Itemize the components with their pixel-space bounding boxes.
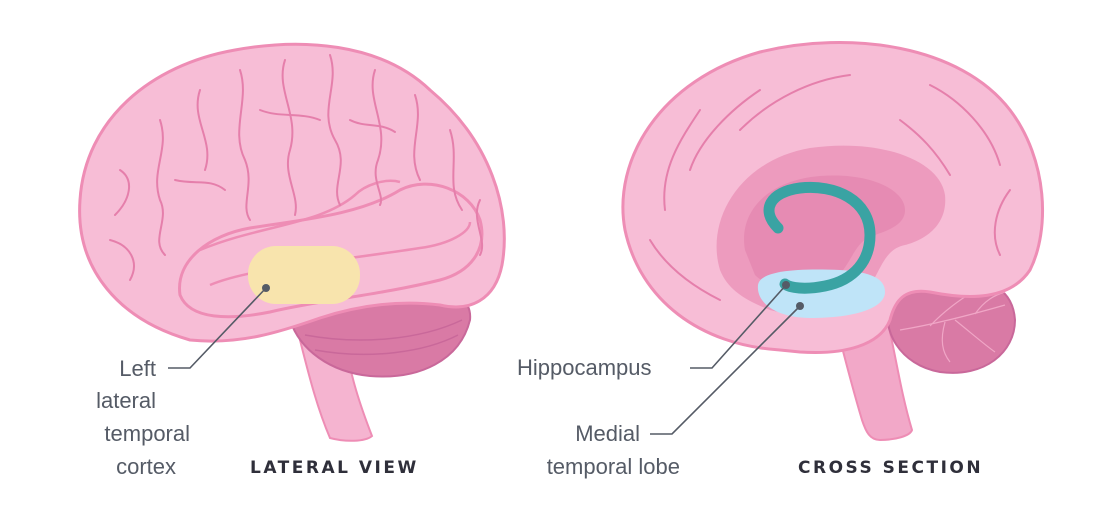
cross-section-title: CROSS SECTION [798, 458, 984, 478]
hippocampus-label: Hippocampus [517, 355, 652, 380]
left-lateral-label-line-2: lateral [96, 388, 156, 413]
cerebellum-branches [899, 289, 1006, 363]
lateral-brainstem [298, 339, 374, 442]
left-lateral-label-line-4: cortex [116, 454, 176, 479]
cross-sulci [649, 74, 1011, 301]
lateral-sulci [109, 54, 484, 281]
left-lateral-label-line-1: Left [119, 356, 156, 381]
medial-label-line-2: temporal lobe [546, 454, 680, 479]
cross-section-brain [621, 41, 1044, 442]
hippocampus-shape [763, 181, 876, 294]
medial-label-line-1: Medial [575, 421, 640, 446]
lateral-view-brain [78, 42, 506, 442]
lateral-temporal-cortex-highlight [248, 246, 360, 304]
hippocampus-leader-line [690, 284, 787, 369]
lateral-view-title: LATERAL VIEW [250, 458, 419, 478]
lateral-leader-line [168, 287, 267, 369]
medial-leader-line [650, 305, 801, 435]
left-lateral-label-line-3: temporal [104, 421, 190, 446]
